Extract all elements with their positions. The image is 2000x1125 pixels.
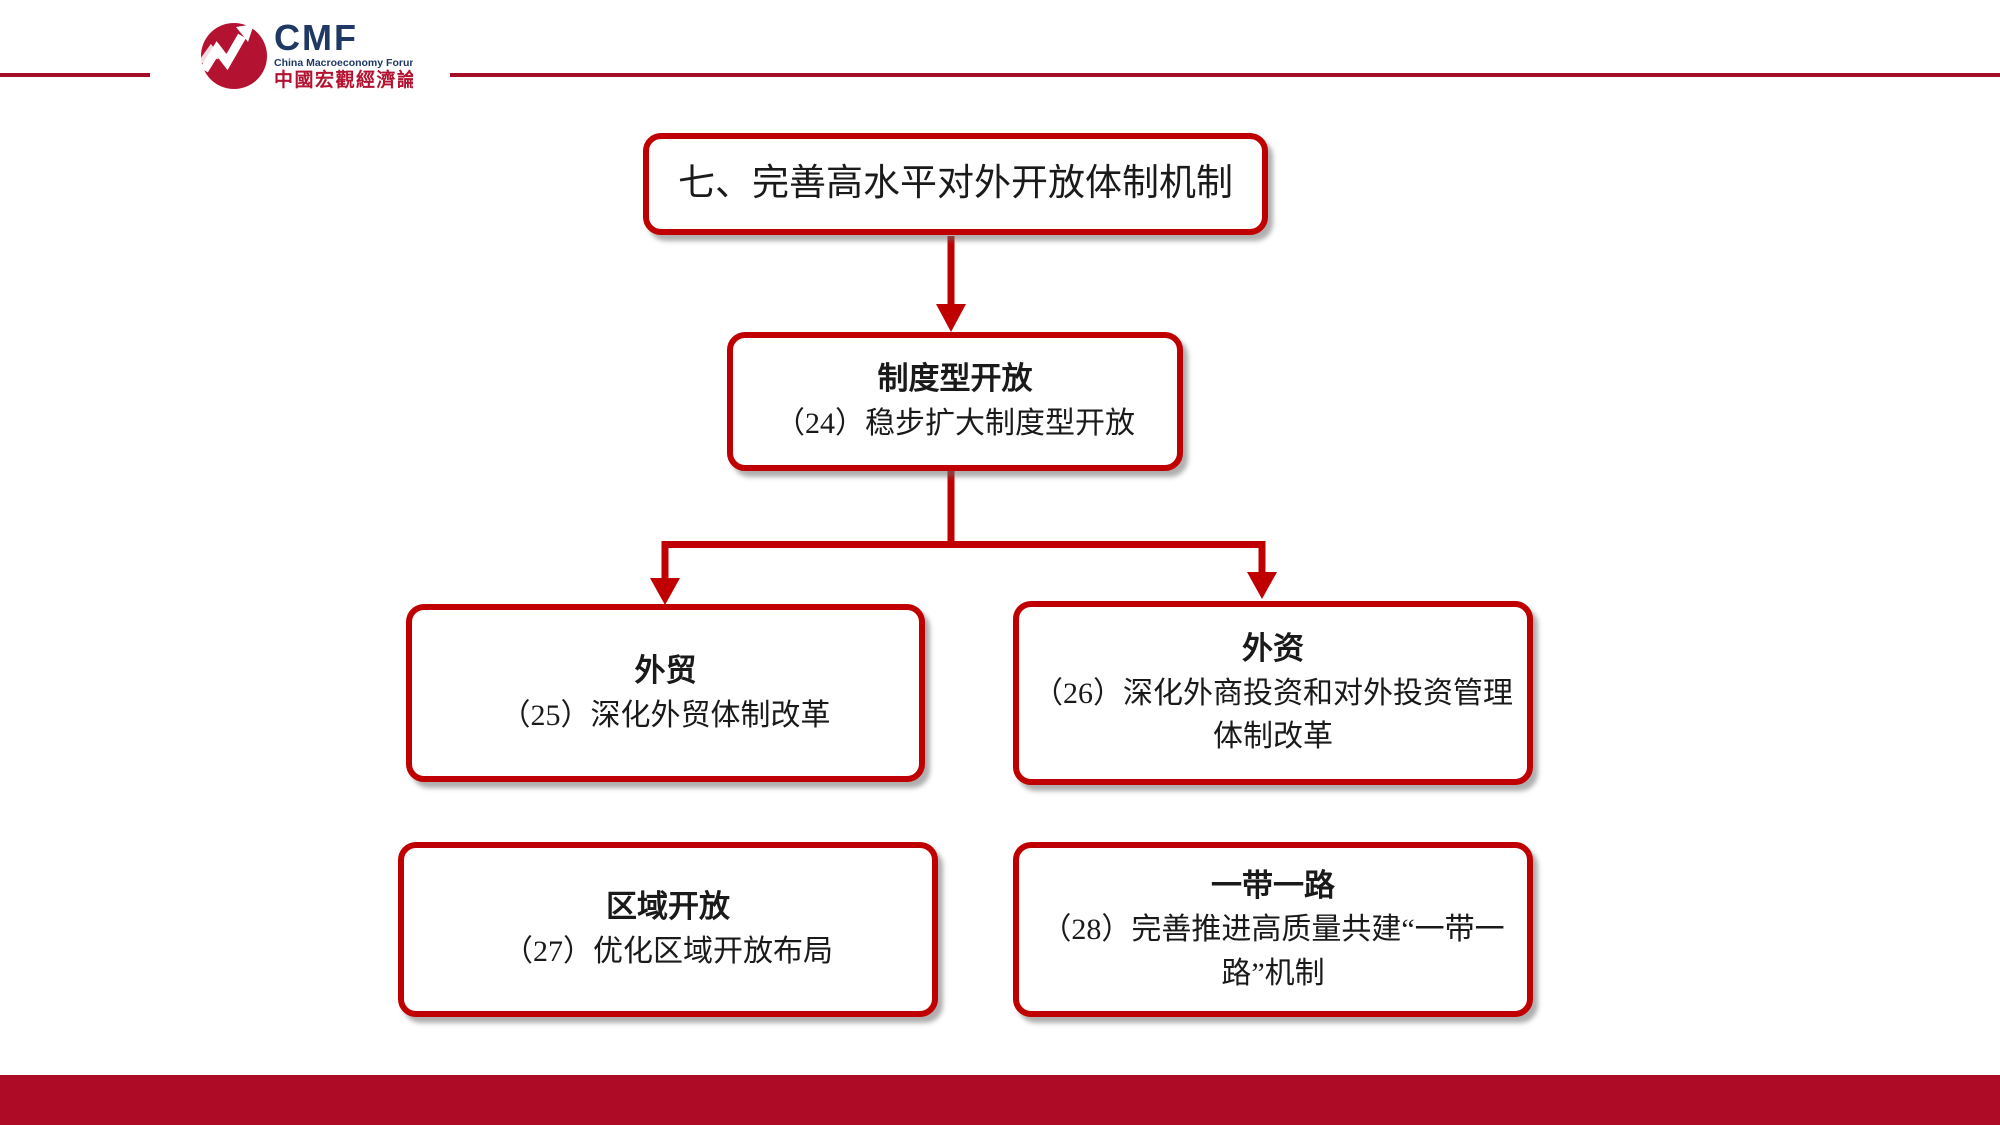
node-subtitle: （26）深化外商投资和对外投资管理体制改革 bbox=[1033, 676, 1513, 754]
cmf-logo-subtitle-zh: 中國宏觀經濟論壇 bbox=[274, 68, 413, 90]
node-foreign-investment: 外资 （26）深化外商投资和对外投资管理体制改革 bbox=[1013, 601, 1533, 785]
node-root-title: 七、完善高水平对外开放体制机制 bbox=[678, 163, 1233, 205]
footer-band bbox=[0, 1075, 2000, 1125]
arrowhead-to-system bbox=[936, 304, 966, 332]
cmf-logo-subtitle-en: China Macroeconomy Forum bbox=[274, 57, 413, 69]
node-institutional-opening: 制度型开放 （24）稳步扩大制度型开放 bbox=[727, 332, 1183, 471]
node-title: 制度型开放 bbox=[877, 361, 1033, 397]
node-root: 七、完善高水平对外开放体制机制 bbox=[643, 133, 1268, 235]
node-subtitle: （25）深化外贸体制改革 bbox=[500, 698, 831, 732]
cmf-logo: CMF China Macroeconomy Forum 中國宏觀經濟論壇 bbox=[198, 17, 413, 90]
cmf-logo-mark bbox=[198, 23, 267, 89]
node-subtitle: （24）稳步扩大制度型开放 bbox=[775, 407, 1135, 441]
node-title: 外贸 bbox=[634, 652, 697, 688]
node-subtitle: （27）优化区域开放布局 bbox=[503, 935, 833, 969]
header-rule-right bbox=[450, 73, 2000, 77]
cmf-logo-acronym: CMF bbox=[274, 17, 358, 58]
node-title: 外资 bbox=[1242, 631, 1304, 667]
header-rule-left bbox=[0, 73, 150, 77]
arrowhead-to-trade bbox=[650, 578, 680, 605]
node-regional-opening: 区域开放 （27）优化区域开放布局 bbox=[398, 842, 938, 1017]
node-title: 一带一路 bbox=[1211, 867, 1335, 903]
node-title: 区域开放 bbox=[606, 889, 730, 925]
node-foreign-trade: 外贸 （25）深化外贸体制改革 bbox=[406, 604, 925, 782]
node-belt-and-road: 一带一路 （28）完善推进高质量共建“一带一路”机制 bbox=[1013, 842, 1533, 1017]
arrowhead-to-capital bbox=[1247, 572, 1277, 599]
node-subtitle: （28）完善推进高质量共建“一带一路”机制 bbox=[1041, 913, 1505, 990]
